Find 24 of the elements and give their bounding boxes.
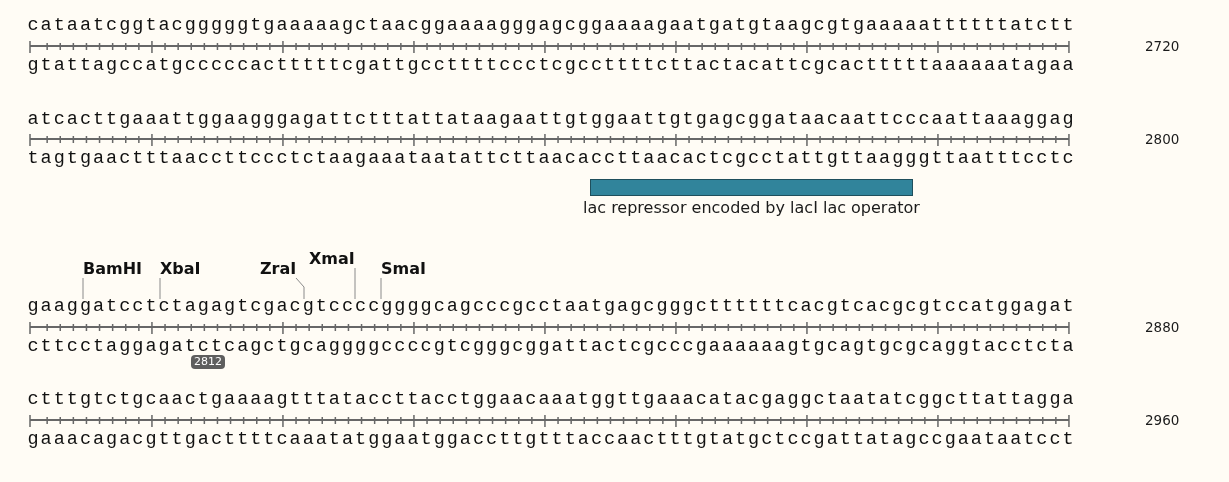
restriction-site-label: BamHI [83, 260, 142, 278]
reverse-strand-sequence: gaaacagacgttgacttttcaaatatggaatggaccttgtttaccaactttgtatgctccgattatagccgaataatcct [27, 432, 1076, 448]
position-number: 2960 [1145, 412, 1180, 428]
forward-strand-sequence: atcacttgaaattggaagggagattctttattataagaattgtggaattgtgagcggataacaattcccaattaaaggag [27, 112, 1076, 128]
position-number: 2720 [1145, 38, 1180, 54]
position-number: 2880 [1145, 319, 1180, 335]
reverse-strand-sequence: cttcctaggagatctcagctgcaggggccccgtcgggcggattactcgcccgaaaaaagtgcagtgcgcaggtacctcta [27, 339, 1076, 355]
reverse-strand-sequence: tagtgaactttaaccttccctctaagaaataatattcttaacaccttaacactcgcctattgttaagggttaatttcctc [27, 151, 1076, 167]
feature-label: lac repressor encoded by lacI lac operator [583, 199, 920, 217]
forward-strand-sequence: gaaggatcctctagagtcgacgtccccggggcagcccgcctaatgagcgggcttttttcacgtcacgcgtccatggagat [27, 299, 1076, 315]
restriction-site-label: SmaI [381, 260, 426, 278]
leader-line [295, 277, 305, 300]
leader-line [354, 267, 356, 300]
restriction-site-label: XbaI [160, 260, 201, 278]
reverse-strand-sequence: gtattagccatgcccccactttttcgattgccttttccctcgccttttcttactacattcgcactttttaaaaaatagaa [27, 58, 1076, 74]
forward-strand-sequence: cataatcggtacgggggtgaaaaagctaacggaaaagggagcggaaaagaatgatgtaagcgtgaaaaattttttatctt [27, 18, 1076, 34]
restriction-site-label: XmaI [309, 250, 355, 268]
position-tag: 2812 [191, 355, 225, 369]
position-number: 2800 [1145, 131, 1180, 147]
forward-strand-sequence: ctttgtctgcaactgaaaagtttataccttacctggaacaaatggttgaaacatacgaggctaatatcggcttattagga [27, 392, 1076, 408]
restriction-site-label: ZraI [260, 260, 297, 278]
leader-line [82, 277, 84, 300]
leader-line [159, 277, 161, 300]
leader-line [380, 277, 382, 300]
